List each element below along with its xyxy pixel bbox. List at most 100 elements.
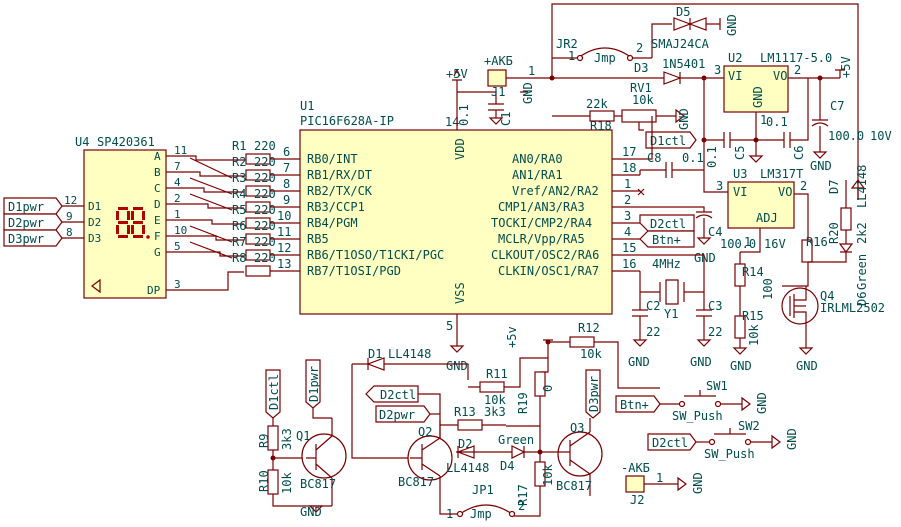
display-u4: U4 SP420361 A B C D E F G DP 11 7 4 2 1 (64, 135, 187, 299)
r12-val: 10k (580, 347, 602, 361)
mcu-pin-18: 18 (622, 161, 636, 175)
r13-ref: R13 (454, 405, 476, 419)
voltage-divider: 22k R18 RV1 10k GND D1ctl (552, 81, 697, 160)
mcu-pin-ra1: AN1/RA1 (512, 168, 563, 182)
net-d2pwr-left: D2pwr (8, 216, 44, 230)
mcu-pin-11: 11 (277, 225, 291, 239)
r16-ref: R16 (806, 235, 828, 249)
backlight-driver: R14 100 R15 10k GND R16 Q4 IRLML2502 GND… (730, 165, 885, 373)
mcu-pin-ra4: TOCKI/CMP2/RA4 (491, 216, 592, 230)
u3-val: LM317T (760, 167, 803, 181)
r9-ref: R9 (257, 434, 271, 448)
jp1-pin2: 2 (518, 499, 525, 513)
seg-e: E (154, 214, 161, 227)
d6-val: Green (855, 254, 869, 290)
r15-val: 10k (747, 324, 761, 346)
cap-c8: C8 0.1 0.1 (639, 146, 719, 178)
seg-f-num: 10 (174, 224, 187, 237)
u2-val: LM1117-5.0 (760, 51, 832, 65)
gnd-j1: GND (521, 82, 535, 104)
segment-wires (166, 155, 244, 291)
sw1-val: SW_Push (672, 409, 723, 423)
mcu-part: PIC16F628A-IP (300, 114, 394, 128)
akb-plus: +AKБ (484, 54, 513, 68)
seg-dp-num: 3 (174, 278, 181, 291)
transistor-q2-circuit: Q2 BC817 (398, 420, 453, 506)
c8-ref: C8 (647, 151, 661, 165)
button-pullup: +5v R12 10k R19 0 (505, 321, 660, 427)
net-d2ctl-middle: D2ctl (380, 388, 416, 402)
gnd-c4: GND (694, 251, 716, 265)
mcu-pin-13: 13 (277, 257, 291, 271)
y1-ref: Y1 (664, 307, 678, 321)
diode-d3: D3 1N5401 (634, 57, 724, 85)
mcu-pin-rb6: RB6/T1OSO/T1CKI/PGC (307, 248, 444, 262)
q4-val: IRLML2502 (820, 301, 885, 315)
r9-val: 3k3 (280, 428, 294, 450)
q3-val: BC817 (556, 479, 592, 493)
q4-ref: Q4 (820, 289, 834, 303)
mcu-right-nets: D2ctl Btn+ (639, 214, 695, 248)
display-part: SP420361 (97, 135, 155, 149)
switch-sw2: D2ctl SW2 SW_Push GND (647, 419, 799, 461)
c7-val: 100.0 (828, 129, 864, 143)
mcu-pin-16: 16 (622, 257, 636, 271)
diode-d2: D2 LL4148 (446, 437, 508, 475)
ten-volt: 10V (870, 129, 892, 143)
u2-ref: U2 (728, 51, 742, 65)
display-ref: U4 (75, 135, 89, 149)
u2-gnd: GND (751, 86, 765, 108)
r2-val: 220 (254, 155, 276, 169)
c8-val: 0.1 (682, 151, 704, 165)
digit-d2: D2 (88, 216, 101, 229)
q3-ref: Q3 (570, 421, 584, 435)
q2-ref: Q2 (418, 425, 432, 439)
jumper-jp1: JP1 1 2 Jmp (439, 483, 525, 521)
sw2-ref: SW2 (738, 419, 760, 433)
mcu-u1: U1 PIC16F628A-IP RB0/INT RB1/RX/DT RB2/T… (277, 88, 645, 346)
mcu-pin-15: 15 (622, 241, 636, 255)
mcu-pin-17: 17 (622, 145, 636, 159)
switch-sw1: Btn+ SW1 SW_Push GND (615, 379, 769, 423)
u3-ref: U3 (733, 167, 747, 181)
mcu-pin-rb2: RB2/TX/CK (307, 184, 373, 198)
r14-val: 100 (761, 278, 775, 300)
d1-ref: D1 (368, 347, 382, 361)
gnd-mcu: GND (446, 359, 468, 373)
jr2-pin1: 1 (568, 49, 575, 63)
seg-g: G (154, 246, 161, 259)
net-d1pwr-bottom: D1pwr (307, 366, 321, 402)
segment-resistors: R1 220 R2 220 R3 220 R4 220 R5 220 R6 22… (232, 139, 300, 277)
gnd-c3: GND (690, 355, 712, 369)
d7-ref: D7 (827, 180, 841, 194)
c3-val: 22 (708, 325, 722, 339)
gnd-c2: GND (628, 355, 650, 369)
r18-val: 22k (586, 97, 608, 111)
c2-val: 22 (646, 325, 660, 339)
seg-f: F (154, 230, 161, 243)
cap-c4: C4 100.0 16V GND (640, 206, 786, 265)
d5-ref: D5 (676, 5, 690, 19)
d4-ref: D4 (500, 459, 514, 473)
net-btn-bottom: Btn+ (620, 398, 649, 412)
mcu-ref: U1 (300, 99, 314, 113)
c8-label: 0.1 (705, 146, 719, 168)
r14-ref: R14 (742, 265, 764, 279)
net-d2pwr-middle: D2pwr (379, 408, 415, 422)
r3-ref: R3 (232, 171, 246, 185)
jr2-pin2: 2 (636, 41, 643, 55)
seg-a-num: 11 (174, 144, 187, 157)
gnd-j2: GND (691, 472, 705, 494)
q2-val: BC817 (398, 475, 434, 489)
rv1-val: 10k (632, 93, 654, 107)
u3-p2: 2 (800, 179, 807, 193)
led-icon (91, 278, 101, 294)
u2-vi: VI (728, 69, 742, 83)
plus5v-mcu: +5V (446, 67, 468, 81)
r12-ref: R12 (578, 321, 600, 335)
q1-val: BC817 (300, 477, 336, 491)
u3-p1: 1 (744, 235, 751, 249)
net-btn-mcu: Btn+ (652, 233, 681, 247)
mcu-pin-ra3: CMP1/AN3/RA3 (498, 200, 585, 214)
u3-adj: ADJ (756, 211, 778, 225)
